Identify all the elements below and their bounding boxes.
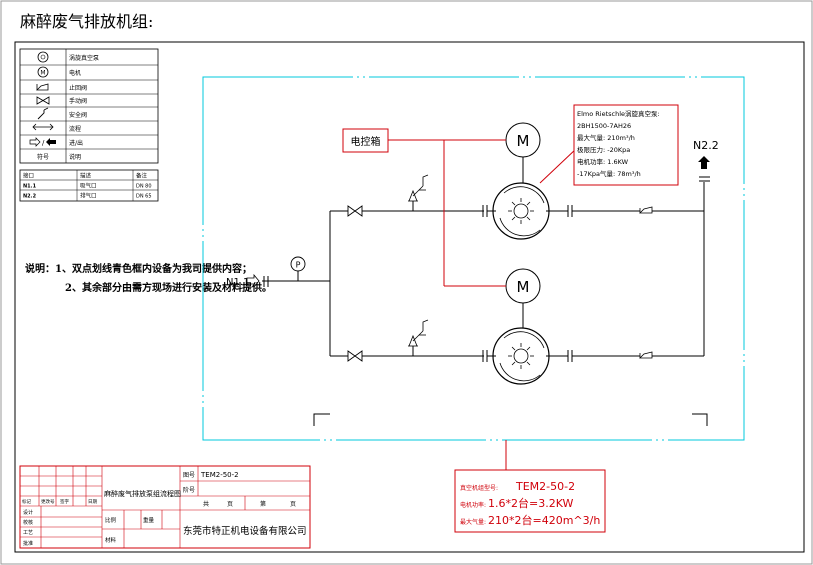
check-valve-icon [36, 83, 49, 91]
legend-label: 电机 [69, 69, 81, 77]
svg-text:阶号: 阶号 [183, 486, 195, 494]
ports-cell: 排气口 [80, 192, 97, 200]
scope-boundary [202, 76, 745, 441]
flow-direction-icon [32, 123, 54, 131]
company-name: 东莞市特正机电设备有限公司 [183, 525, 307, 537]
unit-spec-label: 电机功率: [460, 501, 486, 509]
drawing-frame [14, 41, 805, 553]
svg-text:页: 页 [227, 501, 233, 508]
svg-text:P: P [296, 261, 301, 270]
unit-spec-label: 最大气量: [460, 518, 486, 526]
safety-valve-icon [37, 107, 49, 120]
vacuum-pump-top [492, 182, 550, 240]
ports-table: 接口 描述 备注 N1.1 吸气口 DN 80 N2.2 排气口 DN 65 [19, 169, 159, 202]
manual-valve-icon [36, 96, 50, 105]
inlet-label: N1.1 [226, 277, 249, 288]
pump-spec-line: 2BH1500-7AH26 [577, 122, 631, 130]
vacuum-pump-icon [37, 51, 49, 63]
svg-text:日期: 日期 [88, 499, 97, 505]
legend-footer-desc: 说明 [69, 153, 81, 161]
svg-text:/: / [42, 139, 45, 147]
svg-text:校核: 校核 [23, 519, 33, 526]
ports-cell: N2.2 [23, 194, 37, 200]
svg-text:页: 页 [290, 501, 296, 508]
pump-spec-line: Elmo Rietschle涡旋真空泵: [577, 109, 660, 118]
svg-text:M: M [40, 70, 45, 77]
legend-label: 安全阀 [69, 111, 87, 119]
unit-spec-value: TEM2-50-2 [515, 480, 575, 493]
svg-text:设计: 设计 [23, 509, 33, 516]
control-box-label: 电控箱 [351, 135, 381, 148]
title-block: 标记 更改号 签字 日期 设计 校核 工艺 批准 麻醉废气排放泵组流程图 图号 … [19, 465, 311, 549]
safety-valve-icon [408, 174, 429, 202]
piping [262, 176, 710, 426]
electrical-wiring [388, 139, 578, 470]
ports-header: 描述 [80, 172, 92, 180]
manual-valve-icon [347, 205, 363, 217]
svg-text:共: 共 [203, 500, 209, 508]
vacuum-pump-bottom [492, 327, 550, 385]
check-valve-icon [639, 206, 653, 214]
check-valve-icon [639, 351, 653, 359]
drawing-title: 麻醉废气排放泵组流程图 [104, 489, 181, 498]
svg-text:M: M [517, 278, 530, 296]
legend-label: 涡旋真空泵 [69, 54, 99, 62]
ports-cell: DN 80 [136, 184, 152, 190]
page-title: 麻醉废气排放机组: [20, 12, 153, 31]
pump-spec-line: 电机功率: 1.6KW [577, 157, 629, 166]
svg-text:更改号: 更改号 [41, 498, 55, 505]
legend-label: 手动阀 [69, 97, 87, 105]
legend-label: 流程 [69, 125, 81, 133]
control-box [342, 128, 389, 153]
ports-cell: DN 65 [136, 194, 152, 200]
in-out-arrow-icon: / [29, 137, 56, 147]
ports-cell: N1.1 [23, 184, 37, 190]
svg-text:签字: 签字 [60, 498, 69, 505]
legend-table: M / 涡旋真空泵 电机 止回阀 手动阀 安全阀 流程 进/出 符号 [19, 48, 159, 164]
pump-spec-line: -17Kpa气量: 78m³/h [577, 169, 641, 178]
safety-valve-icon [408, 319, 429, 347]
note-line-2: 2、其余部分由需方现场进行安装及材料提供。 [65, 281, 272, 294]
manual-valve-icon [347, 350, 363, 362]
pump-spec-line: 极限压力: -20Kpa [577, 145, 630, 154]
pump-spec-box [573, 104, 679, 186]
svg-text:图号: 图号 [183, 472, 195, 479]
legend-label: 进/出 [69, 139, 83, 147]
ports-header: 接口 [23, 172, 34, 180]
legend-label: 止回阀 [69, 84, 87, 92]
svg-text:材料: 材料 [105, 536, 117, 544]
motor-top: M [505, 122, 541, 158]
svg-text:M: M [517, 132, 530, 150]
pump-spec-line: 最大气量: 210m³/h [577, 133, 635, 142]
svg-text:重量: 重量 [143, 516, 155, 524]
svg-text:批准: 批准 [23, 540, 33, 547]
ports-header: 备注 [136, 172, 148, 180]
unit-spec-value: 210*2台=420m^3/h [488, 513, 600, 527]
unit-spec-label: 真空机组型号: [460, 484, 498, 492]
note-line-1: 说明：1、双点划线青色框内设备为我司提供内容； [25, 262, 252, 275]
outlet-arrow-icon [698, 156, 710, 169]
svg-text:第: 第 [260, 500, 266, 508]
motor-icon: M [37, 66, 49, 78]
inlet-arrow-icon [246, 273, 260, 289]
svg-text:标记: 标记 [22, 498, 31, 505]
drawing-number: TEM2-50-2 [200, 471, 239, 479]
outlet-label: N2.2 [693, 139, 719, 152]
unit-spec-box [454, 469, 606, 533]
svg-text:工艺: 工艺 [23, 530, 33, 536]
pressure-gauge: P [290, 256, 306, 272]
legend-footer-symbol: 符号 [37, 153, 49, 161]
svg-text:比例: 比例 [105, 516, 117, 524]
ports-cell: 吸气口 [80, 182, 97, 190]
unit-spec-value: 1.6*2台=3.2KW [488, 496, 574, 510]
motor-bottom: M [505, 268, 541, 304]
